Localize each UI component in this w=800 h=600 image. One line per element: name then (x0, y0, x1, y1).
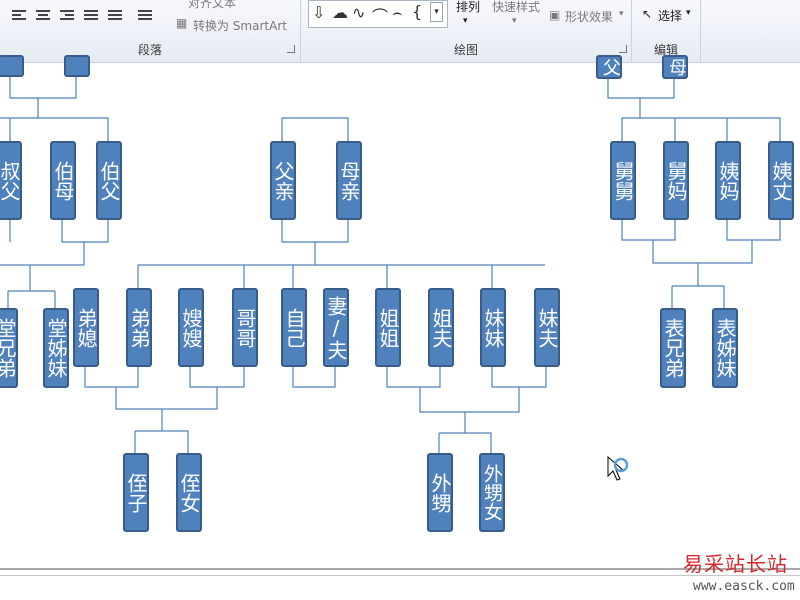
node-maternal-grandfather[interactable]: 父 (596, 55, 622, 79)
node-meimei[interactable]: 妹妹 (480, 288, 506, 367)
node-jiejie[interactable]: 姐姐 (375, 288, 401, 367)
node-yima[interactable]: 姨妈 (715, 141, 741, 220)
node-didi[interactable]: 弟弟 (126, 288, 152, 367)
shape-effects-button[interactable]: 形状效果 (565, 10, 614, 24)
drawing-launcher-icon[interactable] (619, 45, 627, 53)
node-jiuma[interactable]: 舅妈 (663, 141, 689, 220)
node-self[interactable]: 自己 (281, 288, 307, 367)
align-left-icon[interactable] (12, 10, 26, 22)
quick-styles-button[interactable]: 快速样式 (492, 0, 541, 14)
node-gege[interactable]: 哥哥 (232, 288, 258, 367)
shapes-more-icon[interactable]: ▾ (430, 2, 443, 22)
columns-icon[interactable] (138, 10, 152, 22)
node-dixi[interactable]: 弟媳 (73, 288, 99, 367)
convert-smartart-button[interactable]: 转换为 SmartArt (193, 19, 287, 33)
node-saosao[interactable]: 嫂嫂 (178, 288, 204, 367)
brace-shape-icon[interactable]: { (412, 2, 423, 21)
connector-lines (0, 75, 781, 453)
shape-effects-icon: ▣ (549, 8, 561, 22)
node-biaozimei[interactable]: 表姊妹 (712, 308, 738, 388)
editing-group: ↖ 选择 ▾ 编辑 (632, 0, 701, 62)
arc-shape-icon[interactable]: ⌒ (372, 7, 389, 26)
node-waishengnv[interactable]: 外甥女 (479, 453, 505, 532)
node-tangzimei[interactable]: 堂姊妹 (43, 308, 69, 388)
align-center-icon[interactable] (36, 10, 50, 22)
arrange-dropdown-icon[interactable]: ▾ (463, 16, 468, 26)
node-box[interactable] (64, 55, 90, 77)
node-yizhang[interactable]: 姨丈 (768, 141, 794, 220)
scroll-divider (0, 575, 800, 576)
node-jiefu[interactable]: 姐夫 (428, 288, 454, 367)
node-tangxiongdi[interactable]: 堂兄弟 (0, 308, 18, 388)
distribute-icon[interactable] (108, 10, 122, 22)
paragraph-group: 对齐文本 ▦ 转换为 SmartArt 段落 (0, 0, 301, 62)
node-mother[interactable]: 母亲 (336, 141, 362, 220)
arrange-button[interactable]: 排列 (456, 0, 481, 14)
curve-shape-icon[interactable]: ⌢ (392, 3, 403, 22)
node-meifu[interactable]: 妹夫 (534, 288, 560, 367)
paragraph-launcher-icon[interactable] (287, 45, 295, 53)
node-waisheng[interactable]: 外甥 (427, 453, 453, 532)
editing-group-label: 编辑 (653, 43, 678, 57)
node-shufu[interactable]: 叔父 (0, 141, 22, 220)
slide-bottom-edge (0, 568, 800, 570)
shapes-gallery[interactable]: ⇩ ☁ ∿ ⌒ ⌢ { (308, 0, 448, 28)
node-bofu[interactable]: 伯父 (96, 141, 122, 220)
node-zhinv[interactable]: 侄女 (176, 453, 202, 532)
align-right-icon[interactable] (60, 10, 74, 22)
text-align-button[interactable]: 对齐文本 (188, 0, 237, 10)
wave-shape-icon[interactable]: ∿ (352, 3, 366, 22)
node-zhizi[interactable]: 侄子 (123, 453, 149, 532)
arrow-down-shape-icon[interactable]: ⇩ (312, 3, 326, 22)
justify-icon[interactable] (84, 10, 98, 22)
node-biaoxiongdi[interactable]: 表兄弟 (660, 308, 686, 388)
cloud-shape-icon[interactable]: ☁ (332, 3, 348, 22)
node-box[interactable] (0, 55, 24, 77)
quick-styles-dropdown-icon[interactable]: ▾ (512, 16, 517, 26)
drawing-group-label: 绘图 (453, 43, 478, 57)
select-button[interactable]: 选择 (658, 9, 683, 23)
drawing-group: ⇩ ☁ ∿ ⌒ ⌢ { ▾ 排列 ▾ 快速样式 ▾ ▣ 形状效果 ▾ 绘图 (301, 0, 632, 62)
slide-canvas[interactable]: 父 母 叔父 伯母 伯父 父亲 母亲 舅舅 舅妈 姨妈 姨丈 堂兄弟 堂姊妹 弟… (0, 55, 800, 600)
node-spouse[interactable]: 妻/夫 (323, 288, 349, 367)
select-dropdown-icon[interactable]: ▾ (686, 8, 691, 18)
node-maternal-grandmother[interactable]: 母 (662, 55, 688, 79)
node-father[interactable]: 父亲 (270, 141, 296, 220)
node-jiujiu[interactable]: 舅舅 (610, 141, 636, 220)
cursor-select-icon: ↖ (642, 7, 653, 21)
shape-effects-dropdown-icon[interactable]: ▾ (619, 9, 624, 19)
paragraph-group-label: 段落 (137, 43, 162, 57)
watermark-url: www.easck.com (693, 579, 795, 594)
mouse-pointer-icon (607, 456, 629, 481)
ribbon: 对齐文本 ▦ 转换为 SmartArt 段落 ⇩ ☁ ∿ ⌒ ⌢ { ▾ 排列 … (0, 0, 800, 63)
watermark-site-name: 易采站长站 (683, 552, 788, 576)
smartart-icon: ▦ (176, 16, 188, 30)
node-bomu[interactable]: 伯母 (50, 141, 76, 220)
